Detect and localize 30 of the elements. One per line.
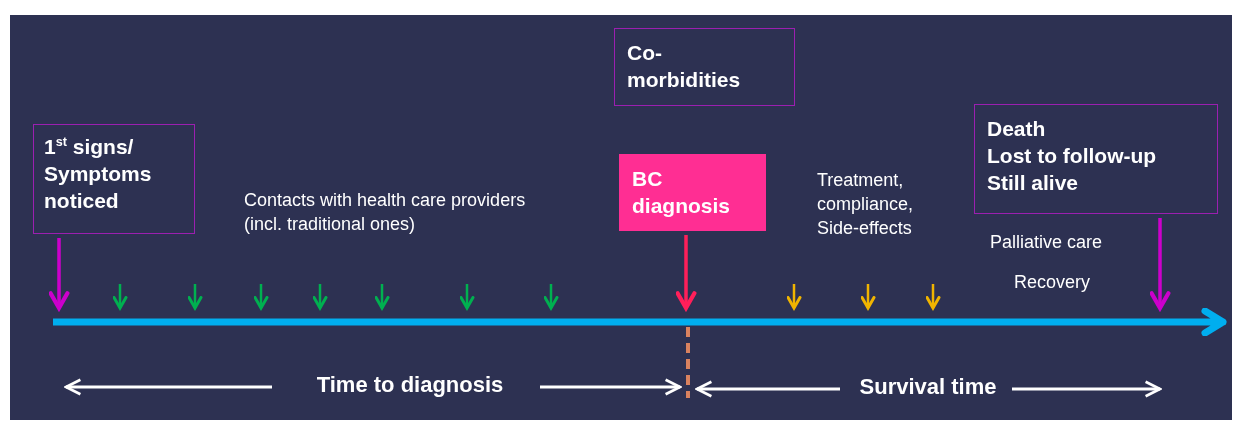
note-text: Recovery (1014, 271, 1092, 294)
arrow (48, 238, 70, 311)
box-text: Co- morbidities (627, 40, 742, 93)
arrow (187, 284, 203, 310)
timeline-arrow (53, 308, 1227, 336)
dimension-label: Survival time (858, 375, 998, 399)
arrow (925, 284, 941, 310)
outcome-box (974, 104, 1218, 214)
box-text: Death (987, 116, 1047, 142)
event-box (33, 124, 195, 234)
box-text: BC diagnosis (632, 166, 732, 219)
arrow (374, 284, 390, 310)
event-box (614, 28, 795, 106)
arrow (1149, 218, 1171, 311)
arrow (253, 284, 269, 310)
note-text: Treatment, compliance, Side-effects (817, 169, 915, 240)
box-text: Lost to follow-up (987, 143, 1158, 169)
arrow (459, 284, 475, 310)
arrow (112, 284, 128, 310)
dimension-label: Time to diagnosis (315, 373, 505, 397)
arrow (675, 235, 697, 311)
box-text: Still alive (987, 170, 1080, 196)
box-text: 1$^{st}$ signs/ Symptoms noticed (44, 134, 153, 214)
arrow (786, 284, 802, 310)
arrow (312, 284, 328, 310)
note-text: Palliative care (990, 231, 1104, 254)
arrow (860, 284, 876, 310)
diagnosis-box (619, 154, 766, 231)
arrow (543, 284, 559, 310)
note-text: Contacts with health care providers (incl. traditional ones) (244, 189, 527, 236)
